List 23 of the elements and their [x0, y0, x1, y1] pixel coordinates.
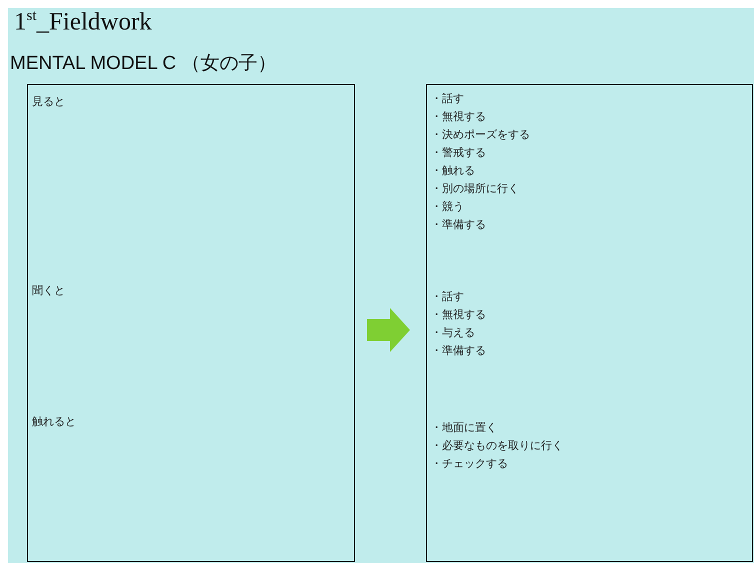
list-panel — [426, 84, 753, 562]
list-item: ・別の場所に行く — [431, 182, 519, 196]
list-item: ・必要なものを取りに行く — [431, 439, 563, 453]
list-item: ・準備する — [431, 344, 486, 358]
subtitle: MENTAL MODEL C （女の子） — [10, 52, 276, 76]
list-item: ・チェックする — [431, 457, 508, 471]
list-item: ・地面に置く — [431, 421, 497, 435]
list-item: ・決めポーズをする — [431, 128, 530, 142]
list-item: ・競う — [431, 200, 464, 214]
list-item: ・話す — [431, 92, 464, 106]
title: 1$^{st}$_Fieldwork — [14, 8, 152, 36]
list-item: ・準備する — [431, 218, 486, 232]
list-item: ・与える — [431, 326, 475, 340]
section-label: 触れると — [32, 415, 76, 429]
section-label: 聞くと — [32, 284, 65, 298]
list-item: ・無視する — [431, 110, 486, 124]
list-item: ・警戒する — [431, 146, 486, 160]
list-item: ・話す — [431, 290, 464, 304]
section-label: 見ると — [32, 95, 65, 109]
block-arrow — [367, 308, 410, 352]
list-item: ・無視する — [431, 308, 486, 322]
list-panel — [27, 84, 355, 562]
list-item: ・触れる — [431, 164, 475, 178]
